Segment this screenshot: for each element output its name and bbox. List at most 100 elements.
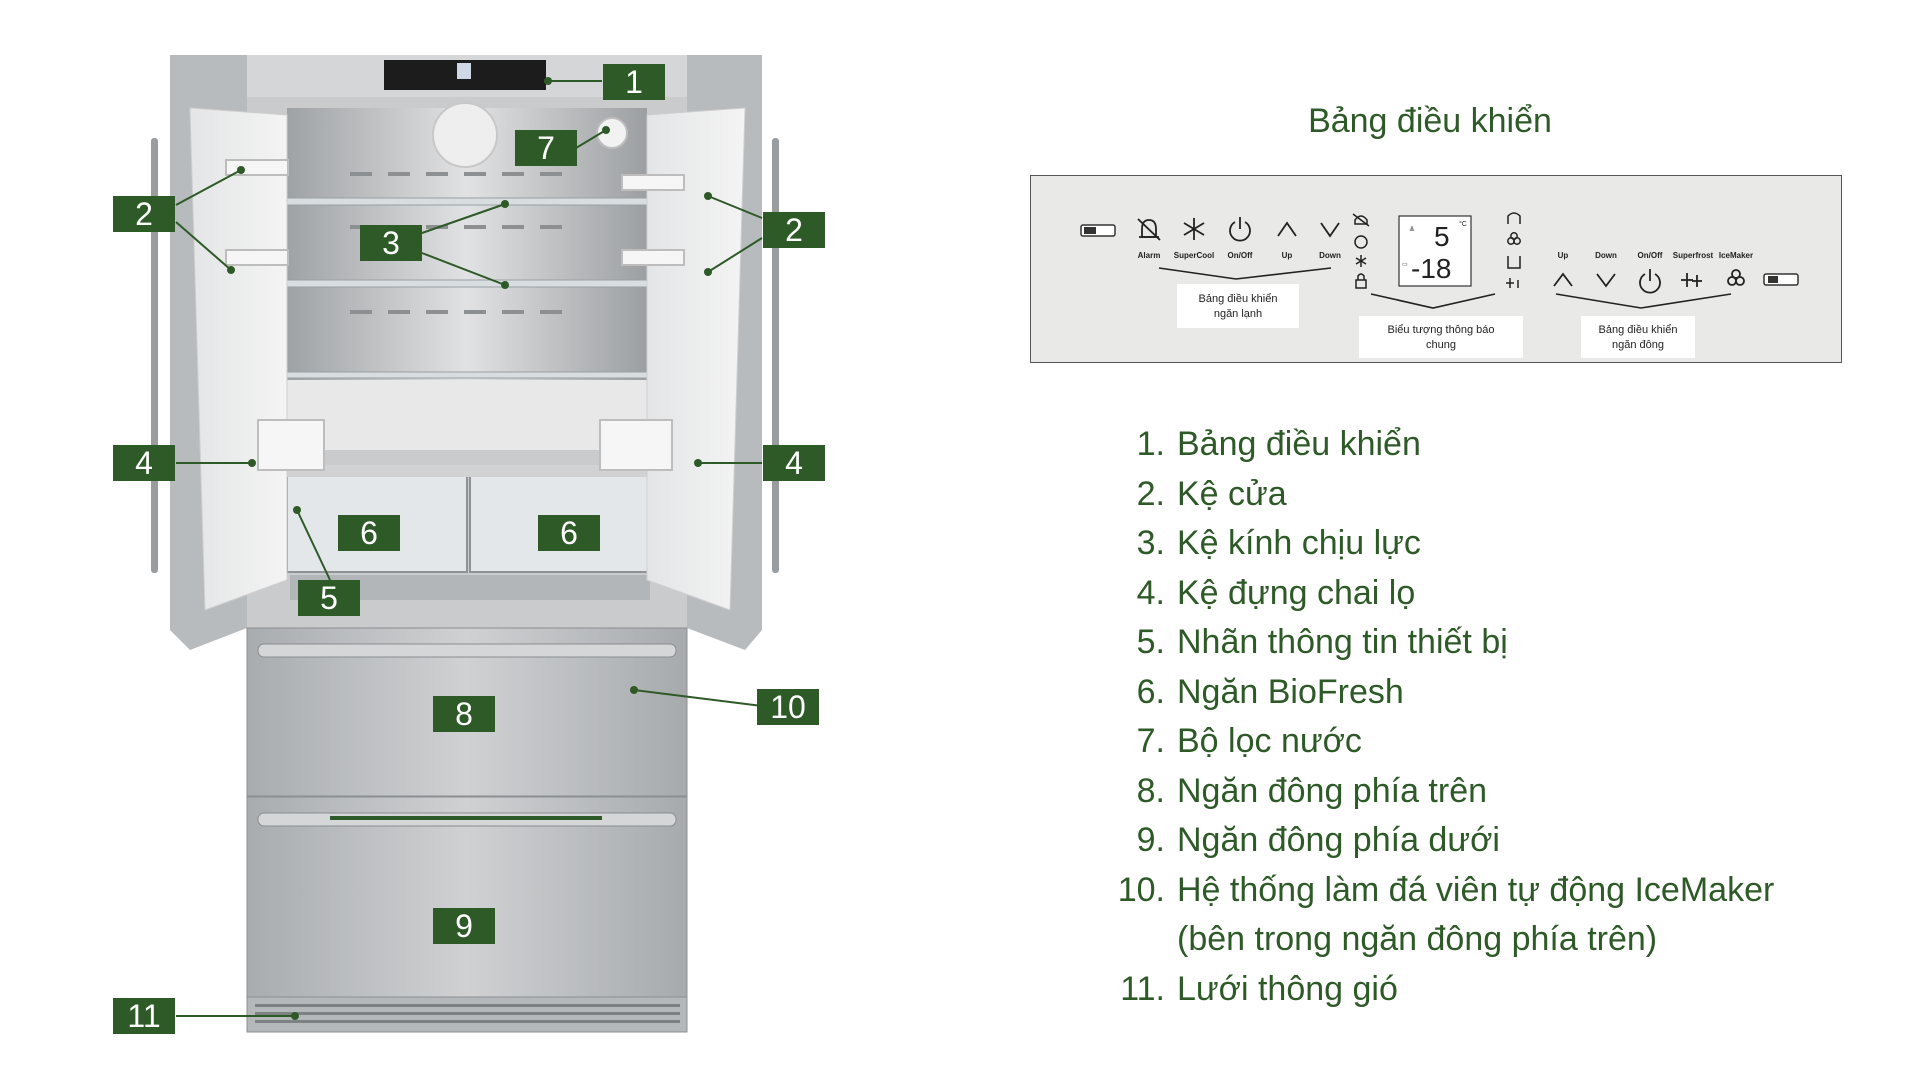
leader-lines xyxy=(175,80,763,1017)
lcd-freezer-temp: -18 xyxy=(1411,253,1451,284)
alarm-off-status-icon xyxy=(1352,213,1370,227)
callout-2-right: 2 xyxy=(763,212,825,248)
power-icon-freezer xyxy=(1639,269,1661,294)
legend-item: 11. Lưới thông gió xyxy=(1105,965,1774,1015)
down-chevron-icon-freezer xyxy=(1596,273,1616,288)
lower-interior xyxy=(287,380,647,450)
right-door xyxy=(646,55,779,650)
btn-label-down-left: Down xyxy=(1319,251,1341,260)
legend-text: Hệ thống làm đá viên tự động IceMaker xyxy=(1177,870,1775,909)
legend-num: 3. xyxy=(1136,524,1165,562)
left-indicator-icon xyxy=(1080,224,1116,237)
legend-item: 3. Kệ kính chịu lực xyxy=(1105,519,1774,569)
ventilation-grille xyxy=(246,996,688,1033)
legend-text: Nhãn thông tin thiết bị xyxy=(1177,623,1508,661)
power-icon xyxy=(1229,217,1251,242)
fan-status-icon xyxy=(1354,235,1368,249)
callout-11: 11 xyxy=(113,998,175,1034)
btn-label-supercool: SuperCool xyxy=(1174,251,1214,260)
btn-label-onoff-right: On/Off xyxy=(1638,251,1663,260)
legend-num: 11. xyxy=(1120,969,1165,1008)
legend-item: 9.Ngăn đông phía dưới xyxy=(1105,816,1774,866)
legend-text: Ngăn đông phía trên xyxy=(1177,771,1488,810)
label-fridge-line2: ngăn lạnh xyxy=(1214,308,1262,320)
btn-label-onoff-left: On/Off xyxy=(1228,251,1253,260)
control-display-screen xyxy=(457,63,471,79)
label-box-freezer xyxy=(1581,316,1695,358)
leader-dots xyxy=(227,77,712,1020)
callout-7: 7 xyxy=(515,130,577,166)
callout-2-left: 2 xyxy=(113,196,175,232)
water-filter xyxy=(596,117,628,149)
door-bins-right xyxy=(599,174,685,471)
legend-item: 4. Kệ đựng chai lọ xyxy=(1105,569,1774,619)
left-door xyxy=(151,55,288,650)
btn-label-down-right: Down xyxy=(1595,251,1617,260)
fridge-illustration xyxy=(151,55,779,1033)
lock-status-icon xyxy=(1355,273,1367,289)
up-chevron-icon-freezer xyxy=(1553,272,1573,287)
legend-text: Ngăn BioFresh xyxy=(1177,672,1404,711)
label-box-general xyxy=(1359,316,1523,358)
alarm-bell-icon xyxy=(1137,218,1161,241)
lcd-degree-icon: °C xyxy=(1459,220,1467,228)
door-status-icon xyxy=(1507,212,1521,224)
legend-num: 10. xyxy=(1117,870,1165,909)
callout-4-left: 4 xyxy=(113,445,175,481)
callout-8: 8 xyxy=(433,696,495,732)
panel-title: Bảng điều khiển xyxy=(1308,102,1552,140)
superfrost-icon xyxy=(1681,273,1702,287)
up-chevron-icon xyxy=(1277,221,1297,237)
callout-3: 3 xyxy=(360,225,422,261)
legend-item: 5. Nhãn thông tin thiết bị xyxy=(1105,618,1774,668)
ice-status-icon xyxy=(1507,232,1521,245)
legend-num: 4. xyxy=(1136,573,1165,612)
bracket-fridge xyxy=(1158,267,1332,280)
legend-num: 7. xyxy=(1136,722,1165,760)
legend-item: 6. Ngăn BioFresh xyxy=(1105,668,1774,718)
legend-num: 8. xyxy=(1136,771,1165,810)
lcd-display: 5 -18 ≜ °C ▭ xyxy=(1398,215,1472,287)
supercool-snow-icon xyxy=(1183,218,1205,240)
btn-label-superfrost: Superfrost xyxy=(1673,251,1714,260)
label-freezer-line1: Bảng điều khiển xyxy=(1599,324,1678,336)
callout-1: 1 xyxy=(603,64,665,100)
label-general-line2: chung xyxy=(1426,339,1456,351)
legend-num: 6. xyxy=(1136,672,1165,711)
btn-label-icemaker: IceMaker xyxy=(1719,251,1753,260)
label-fridge-line1: Bảng điều khiển xyxy=(1199,293,1278,305)
legend-num: 5. xyxy=(1136,623,1165,661)
control-panel-diagram: Alarm SuperCool On/Off Up Down Bảng điều… xyxy=(1030,175,1842,363)
down-chevron-icon xyxy=(1320,222,1340,238)
icemaker-icon xyxy=(1727,269,1745,286)
label-box-fridge xyxy=(1177,284,1299,328)
lower-freezer-drawer xyxy=(246,796,688,998)
legend-text-continued: (bên trong ngăn đông phía trên) xyxy=(1177,920,1658,958)
legend-item: 1.Bảng điều khiển xyxy=(1105,420,1774,470)
callout-6-right: 6 xyxy=(538,515,600,551)
label-freezer-line2: ngăn đông xyxy=(1612,339,1664,351)
legend-item: 10. Hệ thống làm đá viên tự động IceMaker… xyxy=(1105,866,1775,965)
callout-4-right: 4 xyxy=(763,445,825,481)
lcd-mode-icon: ▭ xyxy=(1402,262,1408,268)
legend-text: Kệ đựng chai lọ xyxy=(1177,573,1416,612)
callout-6-left: 6 xyxy=(338,515,400,551)
legend-text: Lưới thông gió xyxy=(1177,969,1398,1008)
bracket-freezer xyxy=(1555,293,1732,309)
legend-text: Ngăn đông phía dưới xyxy=(1177,821,1500,859)
fan-vent xyxy=(432,102,498,168)
legend-num: 1. xyxy=(1136,425,1165,463)
label-general-line1: Biểu tượng thông báo xyxy=(1388,324,1495,336)
right-indicator-icon xyxy=(1763,273,1799,286)
callout-9: 9 xyxy=(433,908,495,944)
control-panel-svg: Alarm SuperCool On/Off Up Down Bảng điều… xyxy=(1080,212,1799,358)
superfrost-status-icon xyxy=(1506,278,1519,288)
btn-label-up-right: Up xyxy=(1558,251,1569,260)
btn-label-alarm: Alarm xyxy=(1138,251,1161,260)
callout-10: 10 xyxy=(757,689,819,725)
legend-text: Kệ kính chịu lực xyxy=(1177,524,1421,562)
lcd-fridge-temp: 5 xyxy=(1434,221,1450,252)
snow-status-icon xyxy=(1355,255,1367,267)
legend-item: 8. Ngăn đông phía trên xyxy=(1105,767,1774,817)
bin-status-icon xyxy=(1507,256,1521,269)
